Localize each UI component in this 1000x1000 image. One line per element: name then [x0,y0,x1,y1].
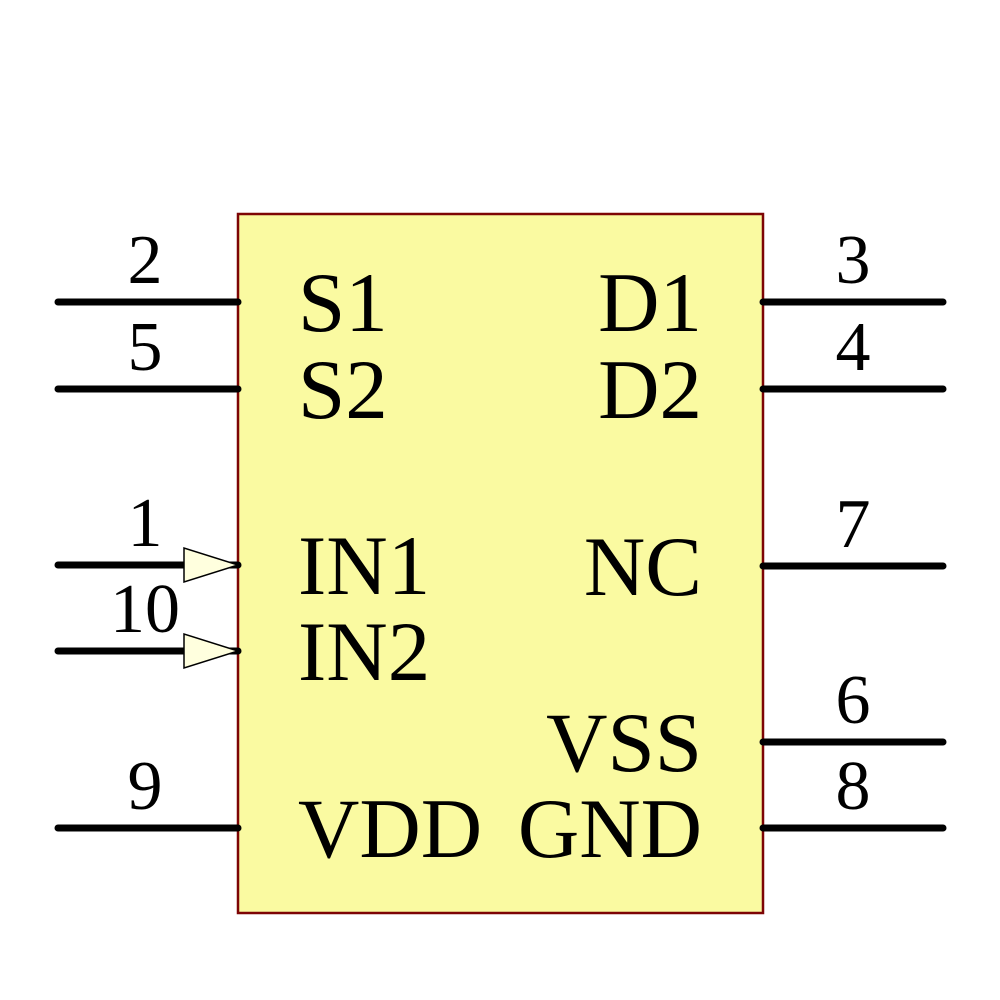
component-body[interactable] [236,212,765,915]
pin-label-vss: VSS [546,696,702,790]
pin-label-nc: NC [584,520,702,614]
pin-number-s2: 5 [128,309,163,386]
pin-label-s1: S1 [298,256,388,350]
pin-number-in1: 1 [128,485,163,562]
pin-number-d1: 3 [836,222,871,299]
pin-number-gnd: 8 [836,748,871,825]
pin-label-d2: D2 [598,343,702,437]
pin-number-s1: 2 [128,222,163,299]
pin-number-nc: 7 [836,486,871,563]
pin-label-gnd: GND [518,782,702,876]
input-arrow-icon-in1 [183,546,241,584]
pin-number-d2: 4 [836,309,871,386]
pin-number-in2: 10 [110,571,180,648]
pin-label-s2: S2 [298,343,388,437]
pin-label-vdd: VDD [298,782,482,876]
pin-label-in1: IN1 [298,519,430,613]
pin-label-d1: D1 [598,256,702,350]
pin-label-in2: IN2 [298,605,430,699]
input-arrow-icon-in2 [183,632,241,670]
pin-number-vdd: 9 [128,748,163,825]
pin-number-vss: 6 [836,662,871,739]
